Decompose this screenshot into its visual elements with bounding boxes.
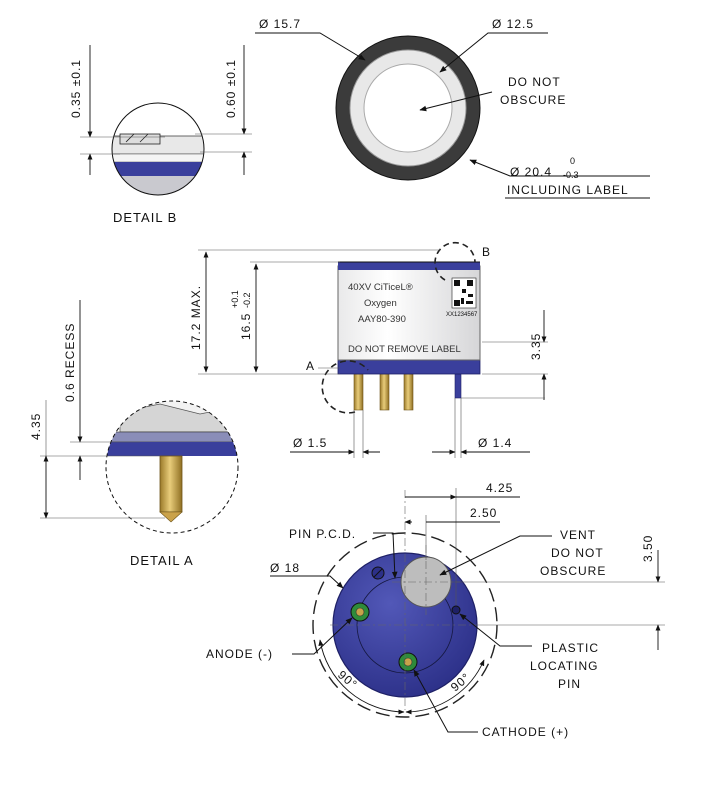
top-view: Ø 15.7 Ø 12.5 DO NOT OBSCURE Ø 20.4 0 -0…	[255, 17, 650, 199]
pin-pcd-label: PIN P.C.D.	[289, 527, 356, 541]
leader-dia-outer	[255, 32, 366, 61]
sensor-top-band	[338, 262, 480, 270]
dia-15-label: Ø 1.5	[293, 436, 327, 450]
angle-arc-right	[405, 659, 485, 715]
do-not-obscure-label-1: DO NOT	[508, 75, 561, 89]
including-label: INCLUDING LABEL	[507, 183, 629, 197]
dim-335-label: 3.35	[529, 333, 543, 360]
dim-425-label: 4.25	[486, 481, 513, 495]
dia-label-tol-upper: 0	[570, 156, 575, 166]
angle-arc-left	[318, 639, 405, 715]
detail-a-435-label: 4.35	[29, 413, 43, 440]
dia-14-label: Ø 1.4	[478, 436, 512, 450]
cathode-label: CATHODE (+)	[482, 725, 569, 739]
remove-label-text: DO NOT REMOVE LABEL	[348, 344, 461, 355]
dia-outer-label: Ø 15.7	[259, 17, 301, 31]
detail-b-outline	[111, 102, 205, 196]
detail-b-dim-035: 0.35 ±0.1	[69, 59, 83, 118]
detail-a-outline	[105, 400, 239, 534]
side-view: XX1234567 40XV CiTiceL® Oxygen AAY80-390…	[189, 241, 548, 458]
dim-max-label: 17.2 MAX.	[189, 285, 203, 350]
plastic-pin	[454, 373, 462, 399]
dim-165-tol-upper: +0.1	[230, 290, 240, 308]
qr-code	[451, 277, 477, 309]
product-line-1: 40XV CiTiceL®	[348, 282, 413, 293]
bottom-view: 4.25 2.50 3.50 PIN P.C.D. Ø 18 VENT DO N…	[206, 481, 665, 739]
product-line-3: AAY80-390	[358, 314, 406, 325]
dim-165-label: 16.5	[239, 313, 253, 340]
pin-centre-2	[403, 373, 414, 411]
detail-a-marker-circle	[321, 360, 369, 414]
leader-do-not-obscure	[419, 91, 493, 112]
vent-label-1: VENT	[560, 528, 596, 542]
dim-350-label: 3.50	[641, 535, 655, 562]
dia-inner-label: Ø 12.5	[492, 17, 534, 31]
plastic-label-1: PLASTIC	[542, 641, 599, 655]
detail-b-marker: B	[482, 245, 491, 259]
dia-label-tol-lower: -0.3	[563, 170, 579, 180]
plastic-label-3: PIN	[558, 677, 581, 691]
detail-a-recess-label: 0.6 RECESS	[63, 323, 77, 402]
vent-label-2: DO NOT	[551, 546, 604, 560]
dia-label-main: Ø 20.4	[510, 165, 552, 179]
do-not-obscure-label-2: OBSCURE	[500, 93, 566, 107]
detail-a: 0.6 RECESS 4.35 DETAIL A	[29, 300, 239, 568]
qr-serial-text: XX1234567	[446, 312, 478, 318]
dia-18-label: Ø 18	[270, 561, 300, 575]
detail-b-title: DETAIL B	[113, 210, 177, 225]
plastic-label-2: LOCATING	[530, 659, 598, 673]
dim-250-label: 2.50	[470, 506, 497, 520]
anode-label: ANODE (-)	[206, 647, 273, 661]
dim-165-tol-lower: -0.2	[242, 292, 252, 308]
detail-a-marker: A	[306, 359, 315, 373]
product-line-2: Oxygen	[364, 298, 397, 309]
leader-dia-label	[469, 159, 650, 177]
plastic-locating-pin	[451, 605, 461, 615]
detail-b: 0.35 ±0.1 0.60 ±0.1 DETAIL B	[69, 45, 252, 225]
leader-dia-inner	[439, 32, 548, 73]
vent-label-3: OBSCURE	[540, 564, 606, 578]
detail-b-marker-circle	[434, 241, 476, 281]
pin-centre-1	[379, 373, 390, 411]
pin-left	[353, 373, 364, 411]
sensor-top-window	[363, 63, 453, 153]
detail-b-dim-060: 0.60 ±0.1	[224, 59, 238, 118]
detail-a-title: DETAIL A	[130, 553, 194, 568]
